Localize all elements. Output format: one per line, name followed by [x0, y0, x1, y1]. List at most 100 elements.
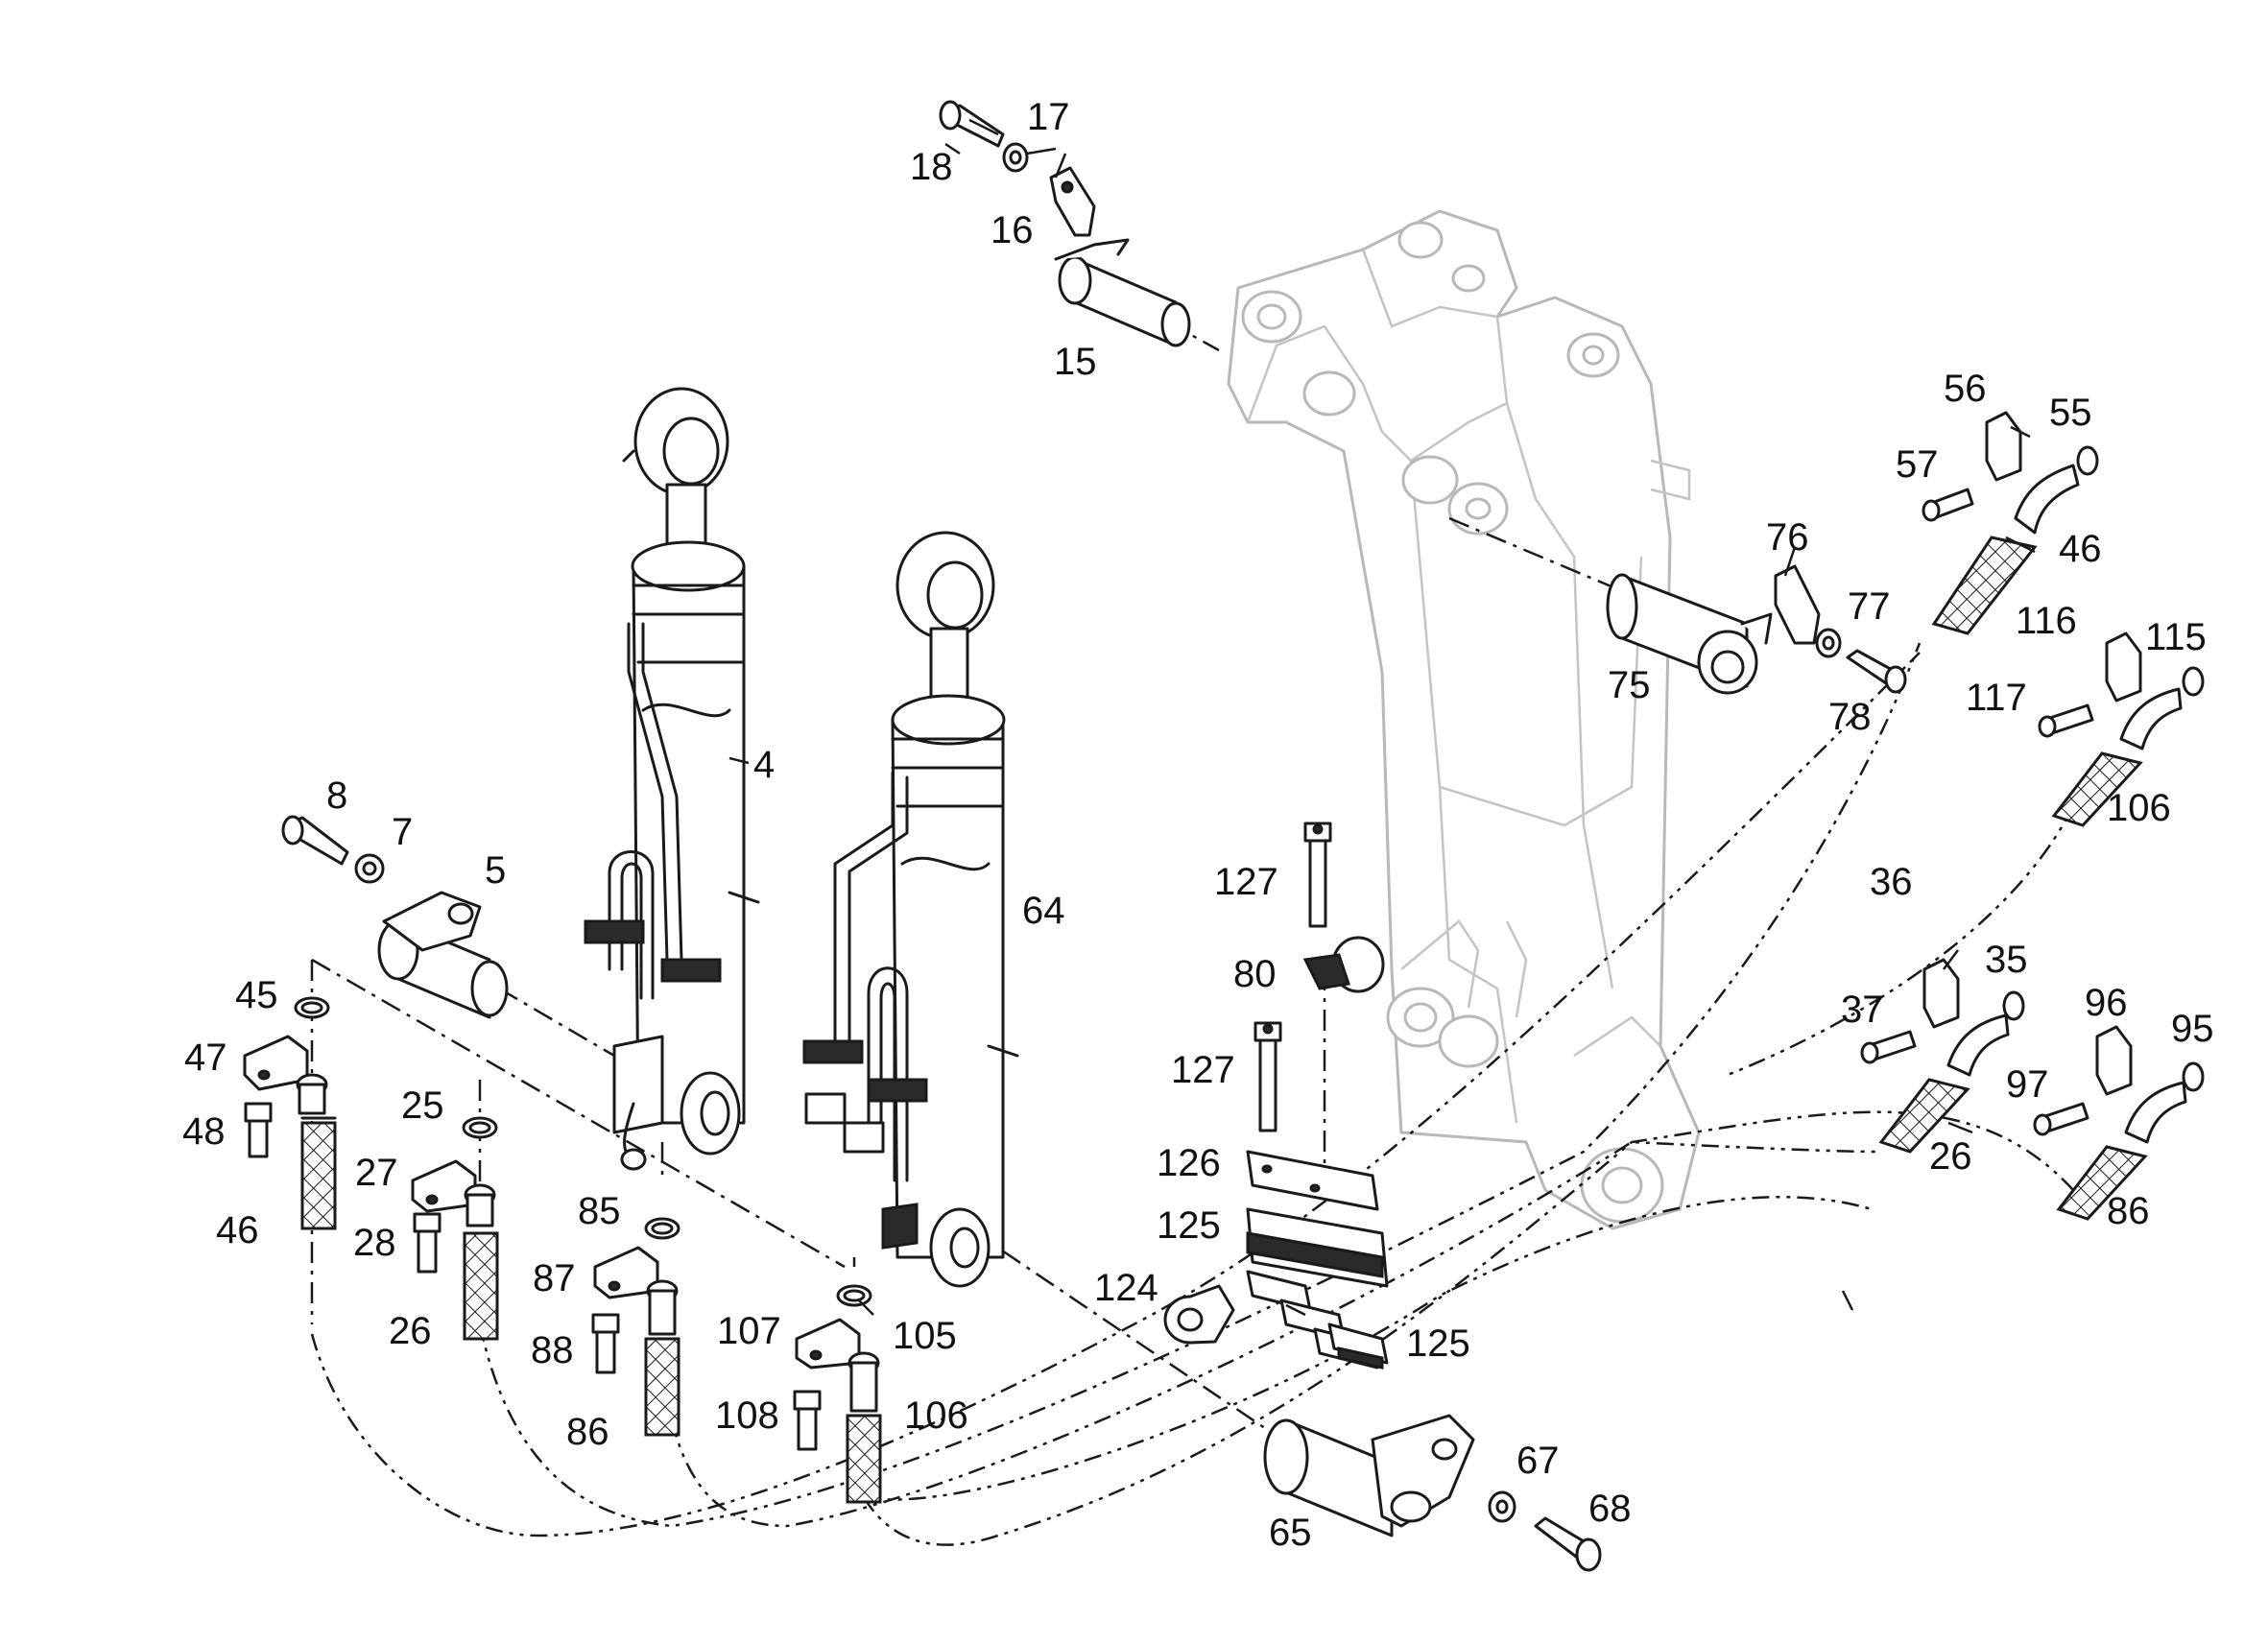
callout-77: 77 — [1848, 585, 1891, 628]
callout-85: 85 — [578, 1190, 621, 1232]
callout-18: 18 — [910, 146, 953, 188]
hose-end-106-right — [2051, 687, 2183, 827]
callout-57: 57 — [1896, 443, 1939, 486]
pin-assembly-5 — [281, 815, 509, 1019]
washer-77 — [1815, 628, 1842, 658]
screw-48 — [244, 1102, 273, 1158]
callout-68: 68 — [1588, 1488, 1632, 1530]
callout-25: 25 — [401, 1084, 444, 1127]
hose-end-106-left — [846, 1351, 882, 1504]
callout-36: 36 — [1870, 861, 1913, 903]
callout-116: 116 — [2016, 600, 2077, 642]
fitting-group-105-108 — [793, 1284, 882, 1504]
flange-116 — [2105, 631, 2142, 703]
o-ring-45 — [294, 996, 330, 1019]
flange-36 — [1922, 958, 1960, 1029]
callout-126: 126 — [1157, 1142, 1221, 1184]
screw-117 — [2038, 703, 2094, 738]
retainer-76 — [1774, 564, 1821, 645]
fitting-group-35-37 — [1860, 958, 2025, 1154]
hose-end-86-left — [644, 1279, 680, 1437]
washer-7 — [354, 853, 385, 884]
callout-55: 55 — [2049, 392, 2092, 434]
pin-5 — [377, 891, 509, 1019]
callout-8: 8 — [326, 774, 347, 817]
o-ring-35 — [2002, 990, 2025, 1021]
cylinder-4-rod-eye — [633, 387, 729, 563]
callout-45: 45 — [235, 974, 278, 1016]
callout-37: 37 — [1841, 989, 1884, 1031]
screw-37 — [1860, 1030, 1917, 1064]
callout-26-left: 26 — [389, 1310, 432, 1352]
callout-105: 105 — [893, 1315, 957, 1357]
callout-56: 56 — [1944, 368, 1987, 410]
callout-125-lower: 125 — [1406, 1322, 1470, 1365]
callout-65: 65 — [1269, 1512, 1312, 1554]
bushing-124 — [1163, 1284, 1235, 1345]
callout-106-right: 106 — [2107, 787, 2171, 829]
callout-7: 7 — [392, 811, 413, 853]
callout-124: 124 — [1094, 1267, 1158, 1309]
callout-67: 67 — [1516, 1440, 1560, 1482]
clamp-80 — [1302, 936, 1385, 993]
flange-96 — [2095, 1025, 2133, 1096]
o-ring-115 — [2182, 666, 2205, 697]
bolt-127-upper — [1303, 822, 1332, 928]
bolt-78 — [1846, 649, 1907, 694]
o-ring-105 — [836, 1284, 872, 1307]
callout-46-left: 46 — [216, 1209, 259, 1251]
clamp-assembly — [1163, 822, 1389, 1370]
hydraulic-cylinder-64 — [802, 531, 1019, 1288]
leader-lines — [728, 142, 2036, 1317]
callout-115: 115 — [2145, 616, 2207, 658]
fitting-group-55-57 — [1922, 411, 2099, 635]
callout-127-upper: 127 — [1214, 861, 1278, 903]
pin-75 — [1606, 573, 1773, 695]
callout-5: 5 — [485, 849, 506, 892]
callout-80: 80 — [1233, 953, 1277, 995]
screw-88 — [591, 1313, 620, 1374]
o-ring-85 — [644, 1217, 680, 1240]
screw-97 — [2033, 1102, 2089, 1136]
fitting-group-115-117 — [2038, 631, 2205, 827]
fitting-group-95-97 — [2033, 1025, 2205, 1221]
flange-27 — [411, 1159, 477, 1213]
callout-86-right: 86 — [2107, 1190, 2150, 1232]
callout-26-right: 26 — [1929, 1135, 1972, 1178]
callout-15: 15 — [1054, 341, 1097, 383]
callout-16: 16 — [991, 209, 1034, 251]
bolt-18 — [939, 100, 1005, 148]
clamp-block-125-upper — [1246, 1207, 1389, 1288]
callout-125-upper: 125 — [1157, 1204, 1221, 1247]
boom-arm-ghost — [1227, 209, 1701, 1230]
pin-assembly-15 — [939, 100, 1191, 347]
clamp-block-125-lower — [1327, 1322, 1389, 1370]
hose-end-86-right — [2056, 1081, 2187, 1221]
callout-107: 107 — [717, 1310, 781, 1352]
hydraulic-cylinder-4 — [584, 387, 760, 1171]
fitting-group-25-28 — [411, 1116, 499, 1341]
callout-117: 117 — [1966, 677, 2027, 719]
callout-106-left: 106 — [904, 1394, 968, 1437]
plate-126 — [1246, 1150, 1379, 1211]
o-ring-95 — [2182, 1061, 2205, 1092]
callout-4: 4 — [753, 744, 775, 786]
callout-95: 95 — [2171, 1008, 2214, 1050]
cylinder-64-rod-eye — [895, 531, 995, 707]
pin-15 — [1054, 238, 1191, 347]
screw-28 — [413, 1212, 442, 1274]
callout-28: 28 — [353, 1222, 396, 1264]
callout-88: 88 — [531, 1329, 574, 1371]
screw-108 — [793, 1390, 822, 1451]
hose-end-46-left — [296, 1073, 337, 1230]
o-ring-25 — [462, 1116, 498, 1139]
bolt-8 — [281, 815, 349, 866]
callout-87: 87 — [533, 1257, 576, 1299]
callout-64: 64 — [1022, 890, 1065, 932]
pin-65 — [1263, 1414, 1475, 1537]
callout-35: 35 — [1985, 939, 2028, 981]
hose-end-26-right — [1878, 1013, 2010, 1154]
callout-96: 96 — [2085, 982, 2128, 1024]
boom-pivot-holes — [1241, 221, 1664, 1224]
